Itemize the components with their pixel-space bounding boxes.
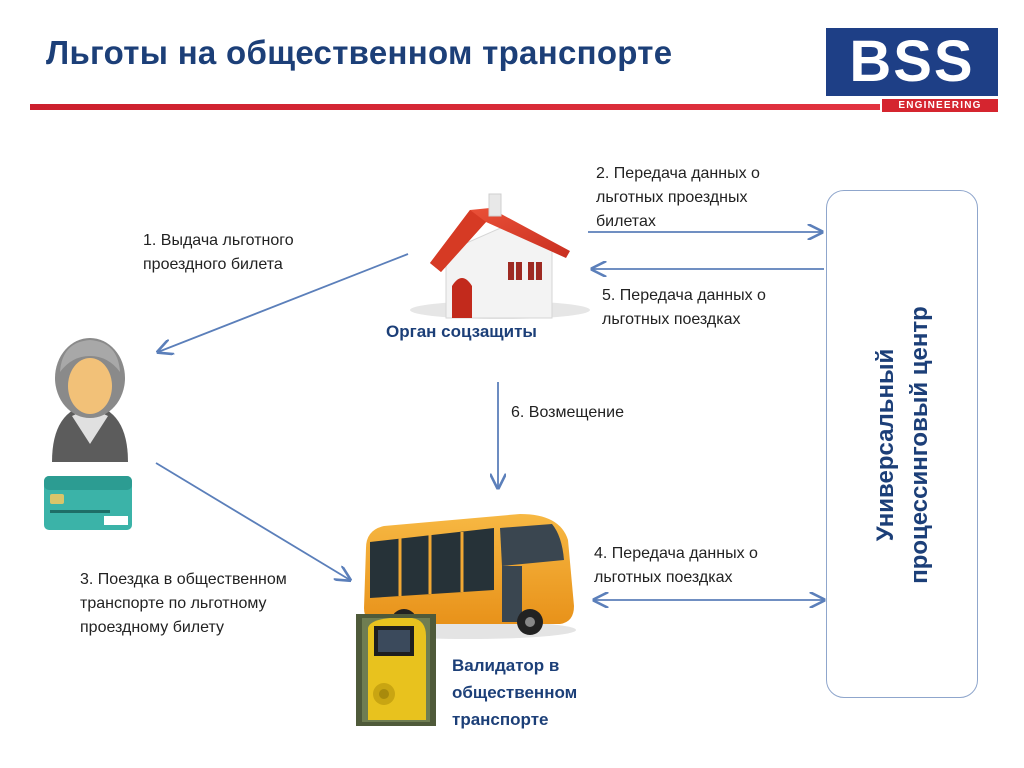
step-2-line-2: льготных проездных <box>596 189 748 206</box>
logo-letters: BSS <box>826 28 998 96</box>
step-1-line-2: проездного билета <box>143 256 283 273</box>
house-icon <box>410 193 590 319</box>
arrow-step-3 <box>155 462 350 580</box>
transport-label-line-1: Валидатор в <box>452 656 560 675</box>
arrow-step-1 <box>158 253 409 352</box>
step-2-line-3: билетах <box>596 213 656 230</box>
step-6-line-1: 6. Возмещение <box>511 404 624 421</box>
step-5-line-2: льготных поездках <box>602 311 741 328</box>
step-3-label: 3. Поездка в общественном транспорте по … <box>80 568 287 640</box>
step-1-label: 1. Выдача льготного проездного билета <box>143 229 294 277</box>
center-label-line-2: процессинговый центр <box>906 306 933 584</box>
social-node-label: Орган соцзащиты <box>386 322 537 341</box>
person-icon <box>52 338 128 462</box>
validator-icon <box>356 614 436 726</box>
step-1-line-1: 1. Выдача льготного <box>143 232 294 249</box>
step-5-label: 5. Передача данных о льготных поездках <box>602 284 766 332</box>
step-2-line-1: 2. Передача данных о <box>596 165 760 182</box>
title-divider <box>30 104 880 110</box>
logo-subtitle: ENGINEERING <box>882 99 998 112</box>
card-icon <box>44 476 132 530</box>
step-3-line-2: транспорте по льготному <box>80 595 267 612</box>
step-5-line-1: 5. Передача данных о <box>602 287 766 304</box>
processing-center-box: Универсальный процессинговый центр <box>826 190 978 698</box>
step-4-label: 4. Передача данных о льготных поездках <box>594 542 758 590</box>
processing-center-label: Универсальный процессинговый центр <box>869 195 937 695</box>
bss-logo: BSS ENGINEERING <box>826 28 998 112</box>
step-4-line-2: льготных поездках <box>594 569 733 586</box>
step-4-line-1: 4. Передача данных о <box>594 545 758 562</box>
step-3-line-3: проездному билету <box>80 619 224 636</box>
step-6-label: 6. Возмещение <box>511 401 624 425</box>
transport-label-line-3: транспорте <box>452 710 549 729</box>
page-title: Льготы на общественном транспорте <box>46 34 673 71</box>
transport-label-line-2: общественном <box>452 683 578 702</box>
center-label-line-1: Универсальный <box>872 348 899 542</box>
step-3-line-1: 3. Поездка в общественном <box>80 571 287 588</box>
transport-node-label: Валидатор в общественном транспорте <box>452 652 577 733</box>
step-2-label: 2. Передача данных о льготных проездных … <box>596 162 760 234</box>
